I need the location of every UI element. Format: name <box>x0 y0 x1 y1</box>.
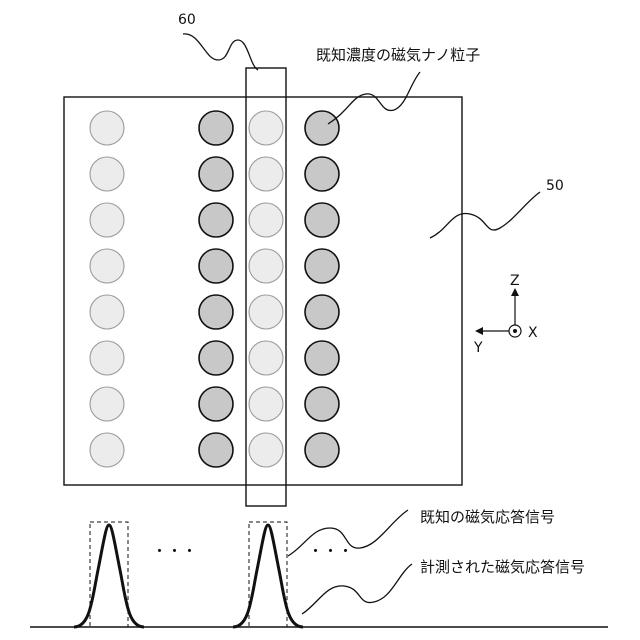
z-axis-label: Z <box>510 273 520 289</box>
ellipsis-1: ・・・ <box>152 542 197 560</box>
nanoparticle-dark <box>305 433 339 467</box>
nanoparticle-dark <box>199 341 233 375</box>
label-60: 60 <box>178 12 196 28</box>
measured-signal-peak-1 <box>74 525 144 627</box>
nanoparticle-light <box>249 249 283 283</box>
nanoparticle-light <box>249 387 283 421</box>
nanoparticle-dark <box>305 249 339 283</box>
label-known-signal: 既知の磁気応答信号 <box>420 508 555 526</box>
axis-indicator: Z Y X <box>473 273 538 356</box>
label-measured-signal: 計測された磁気応答信号 <box>420 558 585 576</box>
nanoparticle-light <box>90 203 124 237</box>
leader-60 <box>183 34 258 70</box>
nanoparticle-light <box>90 387 124 421</box>
nanoparticle-dark <box>305 157 339 191</box>
nanoparticle-dark <box>199 249 233 283</box>
ellipsis-2: ・・・ <box>308 542 353 560</box>
nanoparticle-light <box>249 203 283 237</box>
nanoparticle-light <box>249 111 283 145</box>
nanoparticle-light <box>249 157 283 191</box>
particle-grid <box>90 111 339 467</box>
nanoparticle-light <box>90 295 124 329</box>
nanoparticle-light <box>90 249 124 283</box>
nanoparticle-dark <box>305 295 339 329</box>
nanoparticle-light <box>249 295 283 329</box>
nanoparticle-dark <box>199 203 233 237</box>
nanoparticle-dark <box>199 433 233 467</box>
nanoparticle-dark <box>199 295 233 329</box>
nanoparticle-dark <box>305 111 339 145</box>
nanoparticle-dark <box>199 111 233 145</box>
label-nanoparticles: 既知濃度の磁気ナノ粒子 <box>316 46 480 64</box>
nanoparticle-light <box>90 111 124 145</box>
nanoparticle-light <box>90 157 124 191</box>
nanoparticle-dark <box>305 203 339 237</box>
nanoparticle-light <box>90 433 124 467</box>
leader-nanoparticles <box>328 72 420 124</box>
measured-signal-peak-2 <box>233 525 303 627</box>
nanoparticle-dark <box>305 387 339 421</box>
nanoparticle-dark <box>199 157 233 191</box>
label-50: 50 <box>546 178 564 194</box>
nanoparticle-dark <box>199 387 233 421</box>
nanoparticle-dark <box>305 341 339 375</box>
sample-plate <box>64 97 462 485</box>
leader-measured-signal <box>302 564 412 614</box>
nanoparticle-light <box>90 341 124 375</box>
nanoparticle-light <box>249 433 283 467</box>
y-axis-label: Y <box>473 340 483 356</box>
x-axis-label: X <box>528 325 538 341</box>
leader-50 <box>430 192 540 238</box>
nanoparticle-light <box>249 341 283 375</box>
